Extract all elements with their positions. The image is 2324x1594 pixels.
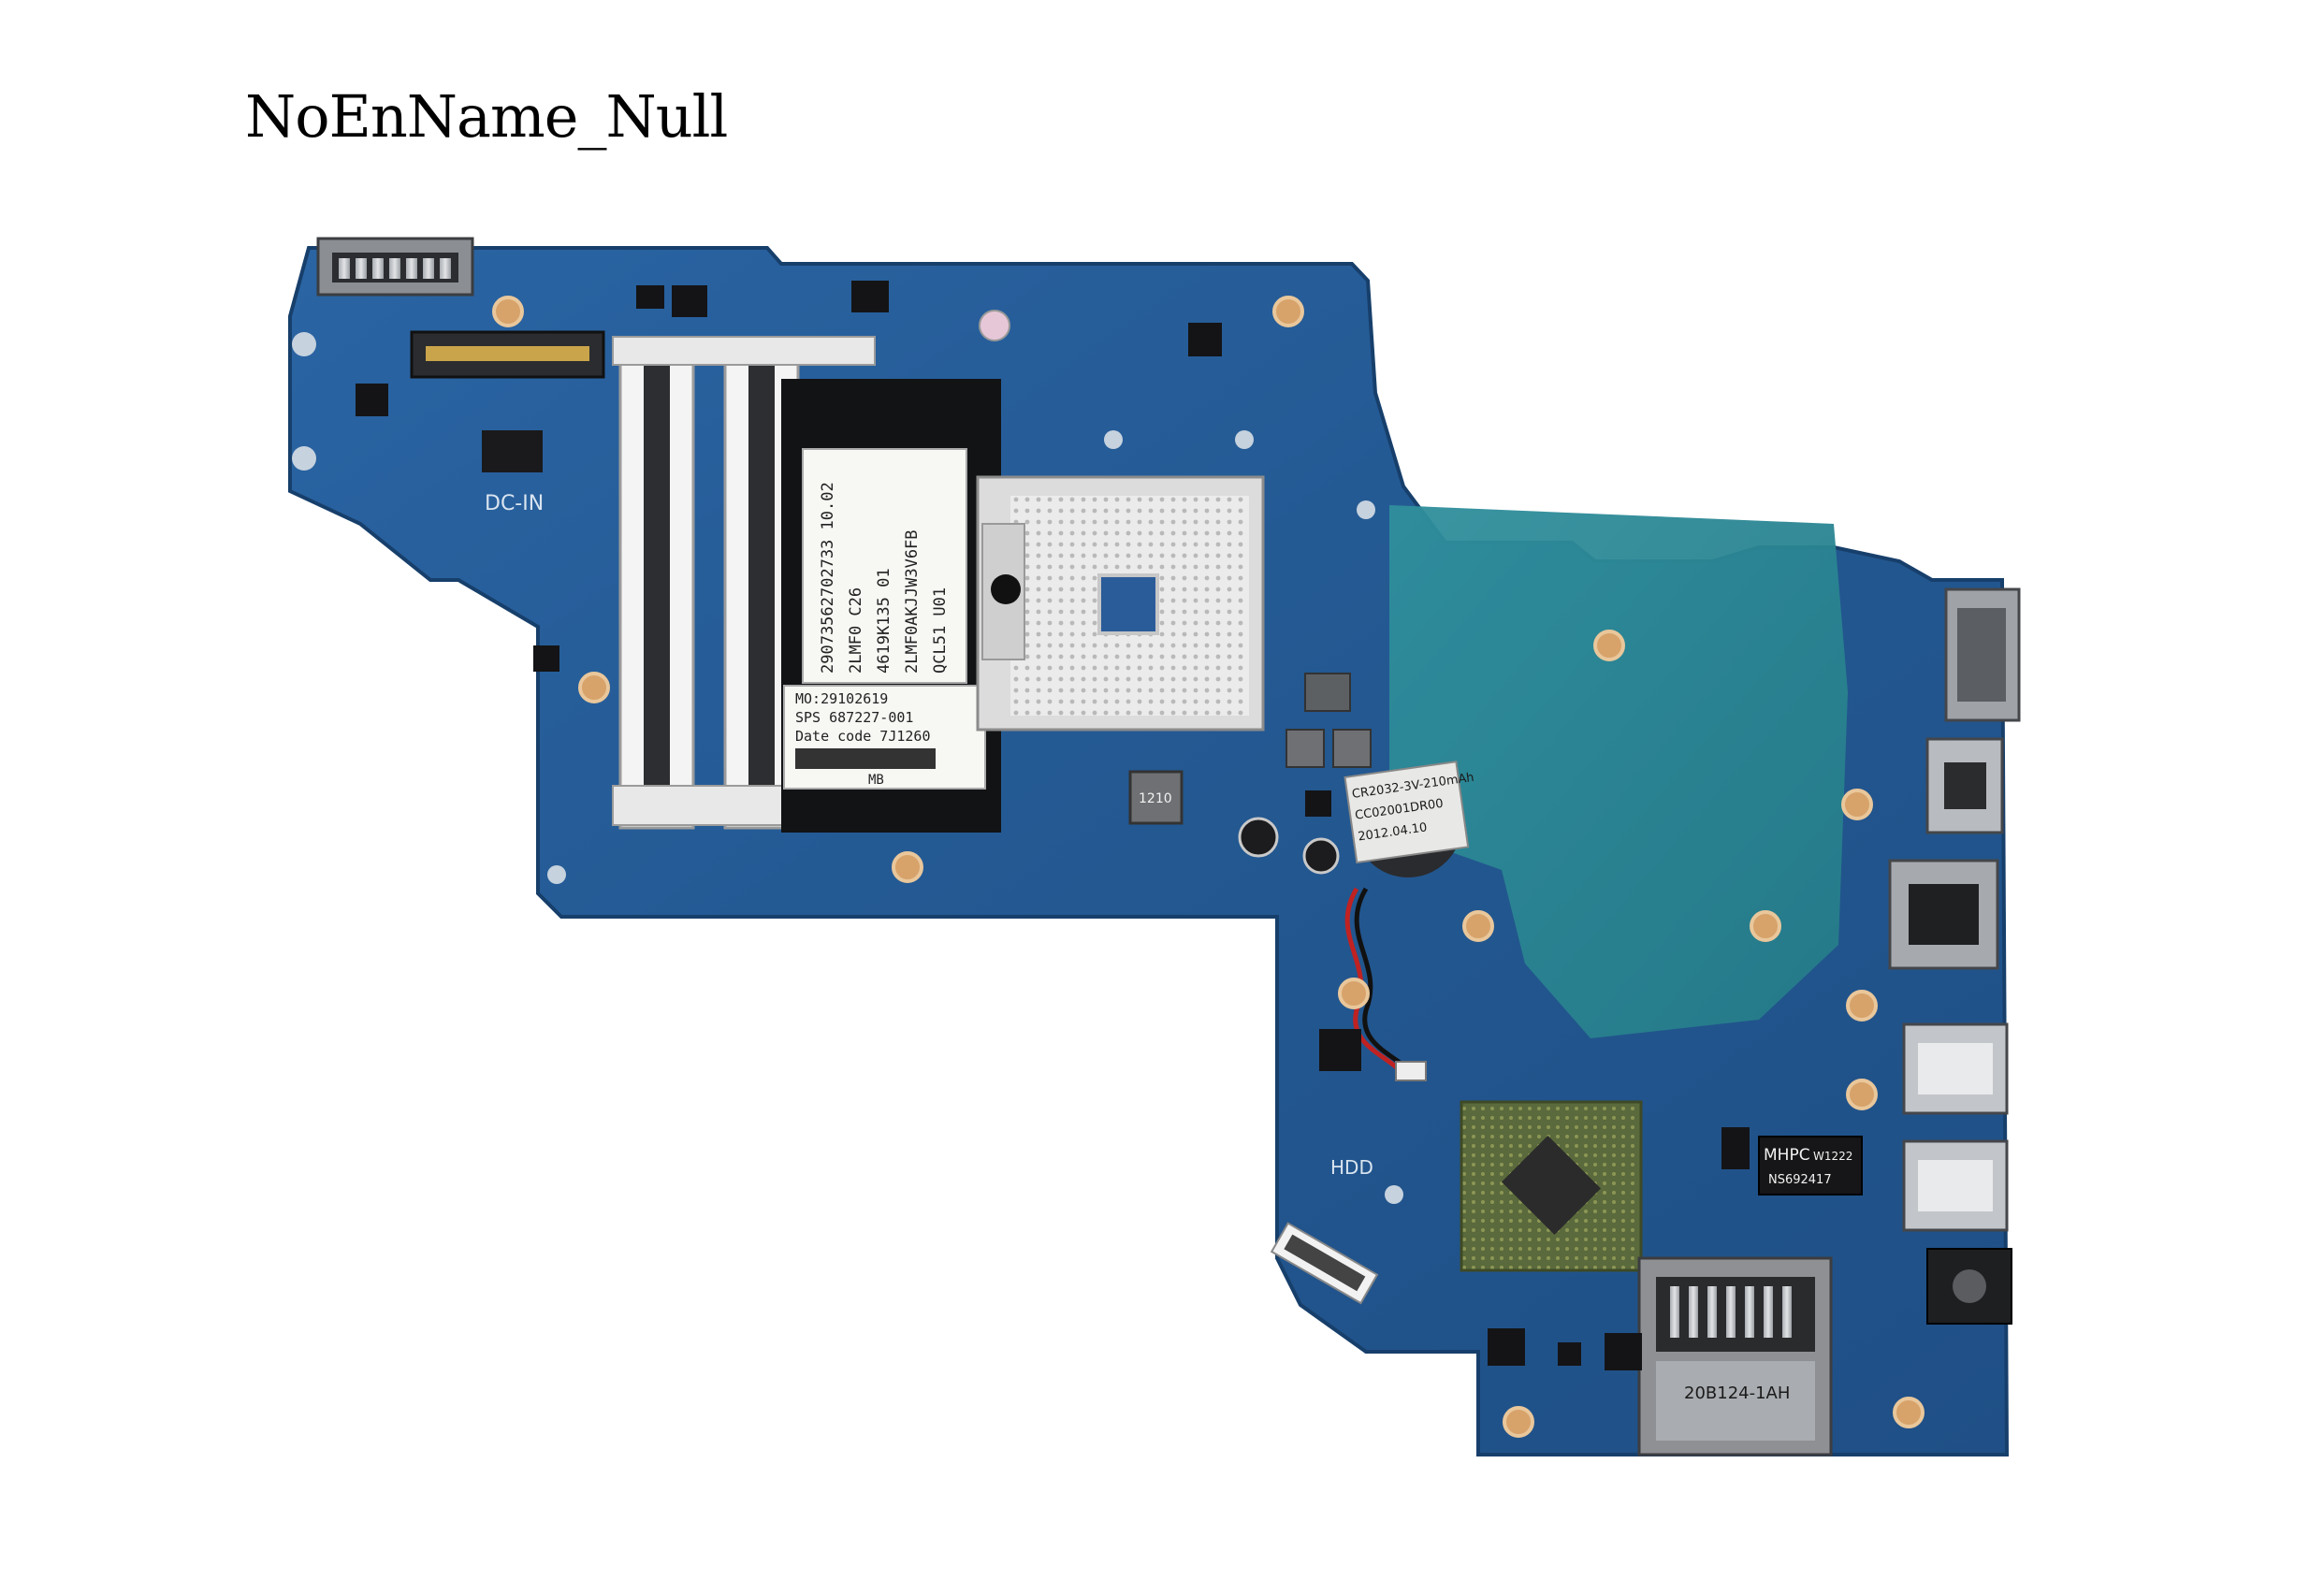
chipset-bga bbox=[1460, 1100, 1643, 1272]
barcode-sticker bbox=[1270, 1222, 1379, 1305]
cpu-socket bbox=[976, 475, 1265, 732]
audio-jack bbox=[1926, 1248, 2012, 1325]
ethernet-brand: MHPC bbox=[1764, 1146, 1810, 1165]
inductor-mark: 1210 bbox=[1139, 791, 1172, 806]
hdd-label: HDD bbox=[1330, 1156, 1373, 1179]
watermark-text: NoEnName_Null bbox=[245, 82, 728, 151]
ethernet-code: W1222 bbox=[1813, 1150, 1852, 1163]
ethernet-port bbox=[1888, 859, 1999, 970]
mosfet-chip bbox=[482, 430, 543, 472]
sticker-line-2: 2LMF0 C26 bbox=[847, 587, 865, 674]
mb-sticker-date: Date code 7J1260 bbox=[795, 728, 931, 745]
hdmi-port bbox=[1925, 737, 2004, 834]
usb-port-2 bbox=[1902, 1139, 2009, 1232]
ethernet-transformer: MHPC W1222 NS692417 bbox=[1758, 1136, 1863, 1196]
sticker-line-4: 2LMF0AKJJW3V6FB bbox=[903, 529, 922, 674]
mounting-holes bbox=[292, 332, 1403, 1204]
battery-connector bbox=[316, 237, 474, 297]
coin-battery: CR2032-3V-210mAh CC02001DR00 2012.04.10 bbox=[1344, 761, 1475, 1081]
card-reader-label: 20B124-1AH bbox=[1684, 1384, 1790, 1403]
screw-holes bbox=[492, 296, 1925, 1438]
sticker-line-1: 29073562702733 10.02 bbox=[819, 482, 837, 674]
dc-in-label: DC-IN bbox=[485, 492, 544, 515]
barcode bbox=[795, 748, 936, 769]
mb-sticker-sps: SPS 687227-001 bbox=[795, 709, 913, 726]
serial-sticker: 29073562702733 10.02 2LMF0 C26 4619K135 … bbox=[802, 448, 967, 684]
ram-slots bbox=[612, 336, 876, 830]
sticker-line-3: 4619K135 01 bbox=[875, 568, 893, 674]
thermal-pad bbox=[1389, 505, 1848, 1038]
capacitors bbox=[979, 310, 1340, 875]
minipcie-slot bbox=[410, 330, 605, 379]
inductors: 1210 bbox=[1128, 673, 1372, 825]
mb-sticker-mo: MO:29102619 bbox=[795, 690, 888, 707]
ethernet-part: NS692417 bbox=[1768, 1173, 1832, 1187]
sticker-line-5: QCL51 U01 bbox=[931, 587, 950, 674]
mb-sticker-mb: MB bbox=[868, 773, 884, 788]
card-reader: 20B124-1AH bbox=[1637, 1256, 1833, 1456]
vga-port bbox=[1944, 587, 2021, 722]
mb-sticker: MO:29102619 SPS 687227-001 Date code 7J1… bbox=[783, 685, 986, 790]
usb-port-1 bbox=[1902, 1022, 2009, 1115]
smd-components bbox=[356, 281, 1750, 1370]
